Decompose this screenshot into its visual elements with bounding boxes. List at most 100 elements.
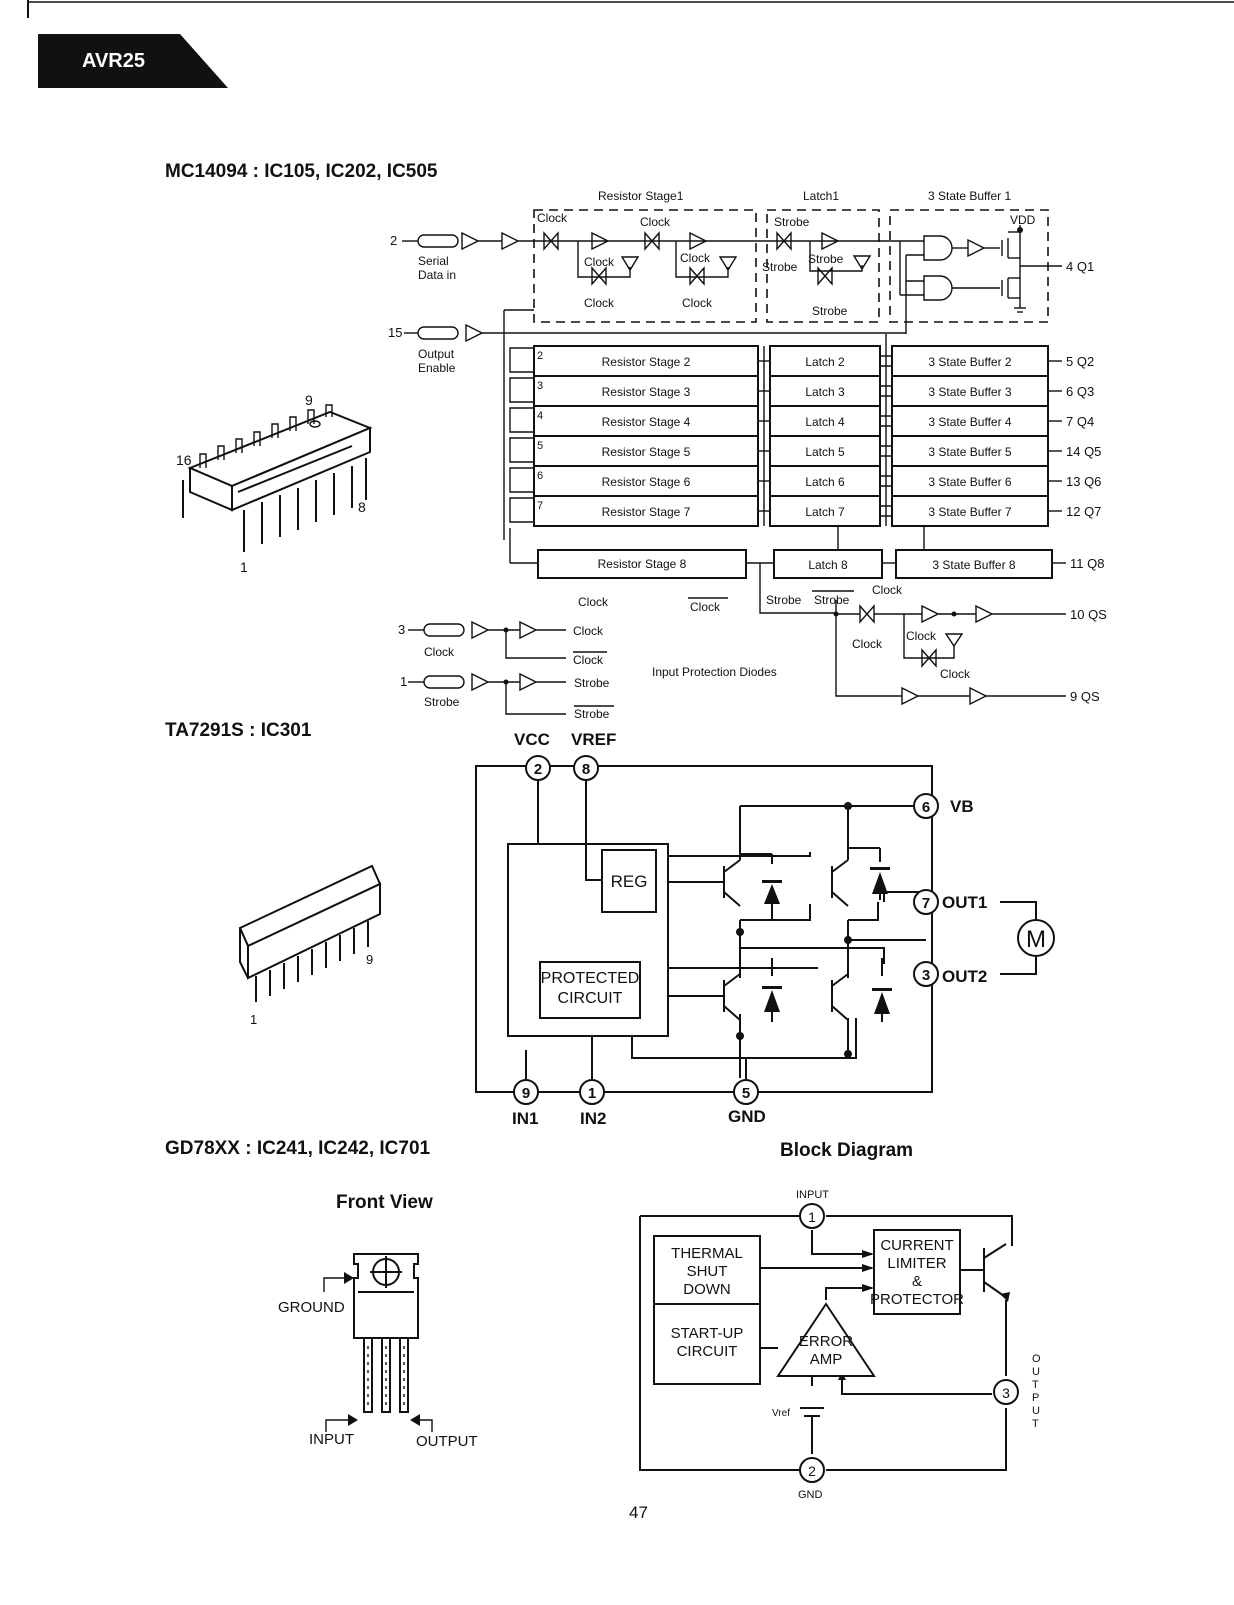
protected-label-1: PROTECTED	[541, 970, 640, 987]
buffer-box	[891, 495, 1049, 527]
latch1-gates	[776, 231, 872, 286]
output-letter: T	[1032, 1379, 1039, 1391]
sip9-package: 9 1	[238, 864, 382, 1027]
strobe-input-label: Strobe	[424, 695, 460, 709]
qs9-output: 9 QS	[1070, 689, 1100, 704]
buffer-label: 3 State Buffer 3	[928, 385, 1011, 399]
flyback-diodes	[762, 867, 892, 1014]
strobe-pin: 1	[400, 674, 407, 689]
latch1-strobe-b: Strobe	[762, 260, 798, 274]
front-view-title: Front View	[336, 1192, 433, 1213]
motor-symbol	[1017, 919, 1055, 957]
resistor-stage-8-box	[537, 549, 747, 579]
block-diagram-title: Block Diagram	[780, 1140, 913, 1161]
mc14094-title: MC14094 : IC105, IC202, IC505	[165, 161, 438, 182]
ground-label: GROUND	[278, 1299, 345, 1316]
sip9-pin-right: 9	[366, 952, 373, 967]
protected-circuit-block	[539, 961, 641, 1019]
q8-output: 11 Q8	[1070, 556, 1104, 571]
resistor-stage-8: Resistor Stage 8	[598, 557, 687, 571]
qs-strobe-b: Strobe	[814, 593, 850, 607]
row-number: 6	[537, 470, 543, 482]
thermal-2: SHUT	[687, 1263, 728, 1280]
h-bridge-transistors	[723, 847, 883, 1022]
row-number: 5	[537, 440, 543, 452]
header-tab-label: AVR25	[82, 50, 145, 72]
ta7291s-title: TA7291S : IC301	[165, 720, 312, 741]
pin-vcc: 2	[534, 761, 542, 778]
buffer-8: 3 State Buffer 8	[932, 558, 1015, 572]
startup-2: CIRCUIT	[677, 1343, 738, 1360]
buffer-box	[891, 435, 1049, 467]
pin-vb: 6	[922, 799, 930, 816]
stage1-clock-c: Clock	[584, 255, 615, 269]
q-output-label: 14 Q5	[1066, 444, 1101, 459]
vb-label: VB	[950, 797, 974, 816]
stage1-gates	[543, 231, 738, 286]
stage1-dashed-box	[533, 209, 757, 323]
motor-label: M	[1026, 926, 1046, 953]
output-letter: O	[1032, 1353, 1041, 1365]
buffer-label: 3 State Buffer 4	[928, 415, 1011, 429]
latch-label: Latch 2	[805, 355, 845, 369]
oe-protection	[417, 326, 459, 340]
latch-label: Latch 7	[805, 505, 845, 519]
bd-pin-1: 1	[808, 1209, 816, 1225]
buffer1-header: 3 State Buffer 1	[928, 189, 1011, 203]
current-4: PROTECTOR	[870, 1291, 964, 1308]
row-connector	[509, 347, 534, 373]
qs-circuit	[759, 563, 1066, 706]
row-connector	[509, 407, 534, 433]
serial-in-label1: Serial	[418, 254, 449, 268]
out1-label: OUT1	[942, 893, 987, 912]
buffer-8-box	[895, 549, 1053, 579]
current-3: &	[912, 1273, 922, 1290]
input-label: INPUT	[309, 1431, 354, 1448]
oe-pin: 15	[388, 325, 402, 340]
latch-label: Latch 5	[805, 445, 845, 459]
resistor-stage-label: Resistor Stage 2	[602, 355, 691, 369]
stage1-clock-d: Clock	[680, 251, 711, 265]
clock-input-label: Clock	[424, 645, 455, 659]
clock-pin: 3	[398, 622, 405, 637]
vcc-label: VCC	[514, 730, 550, 749]
row-number: 2	[537, 350, 543, 362]
stage1-clock-a: Clock	[537, 211, 568, 225]
resistor-stage-label: Resistor Stage 5	[602, 445, 691, 459]
pin-out2: 3	[922, 967, 930, 984]
bd-input-label: INPUT	[796, 1189, 829, 1201]
resistor-stage-label: Resistor Stage 3	[602, 385, 691, 399]
output-label: OUTPUT	[416, 1433, 478, 1450]
clock-out-b: Clock	[573, 653, 604, 667]
q1-output: 4 Q1	[1066, 259, 1094, 274]
dip16-pin-top: 9	[305, 392, 313, 408]
pin-in1: 9	[522, 1085, 530, 1102]
page-number: 47	[629, 1503, 648, 1522]
error-amp-2: AMP	[810, 1351, 843, 1368]
stage1-clock-f: Clock	[682, 296, 713, 310]
in1-label: IN1	[512, 1109, 538, 1128]
current-1: CURRENT	[880, 1237, 953, 1254]
dip16-pin-left: 16	[176, 452, 192, 468]
strobe-out-b: Strobe	[574, 707, 610, 721]
serial-in-label2: Data in	[418, 268, 456, 282]
gd78xx-section: GD78XX : IC241, IC242, IC701 Front View …	[165, 1138, 478, 1450]
buffer-label: 3 State Buffer 5	[928, 445, 1011, 459]
buffer-label: 3 State Buffer 6	[928, 475, 1011, 489]
buffer1-vdd: VDD	[1010, 213, 1036, 227]
ta7291s-outline	[475, 765, 933, 1093]
protected-label-2: CIRCUIT	[558, 990, 623, 1007]
vref-label-bd: Vref	[772, 1408, 790, 1419]
latch1-strobe-c: Strobe	[808, 252, 844, 266]
row8-clock: Clock	[578, 595, 609, 609]
q-output-label: 13 Q6	[1066, 474, 1101, 489]
bd-pin-3: 3	[1002, 1385, 1010, 1401]
row-number: 4	[537, 410, 543, 422]
dip16-pin-bottom: 1	[240, 559, 248, 575]
resistor-stage-box	[533, 435, 759, 467]
stage1-clock-e: Clock	[584, 296, 615, 310]
resistor-stage-box	[533, 495, 759, 527]
error-amp-symbol	[776, 1302, 876, 1377]
mc14094-section: MC14094 : IC105, IC202, IC505 9 16 8 1	[165, 161, 1107, 721]
